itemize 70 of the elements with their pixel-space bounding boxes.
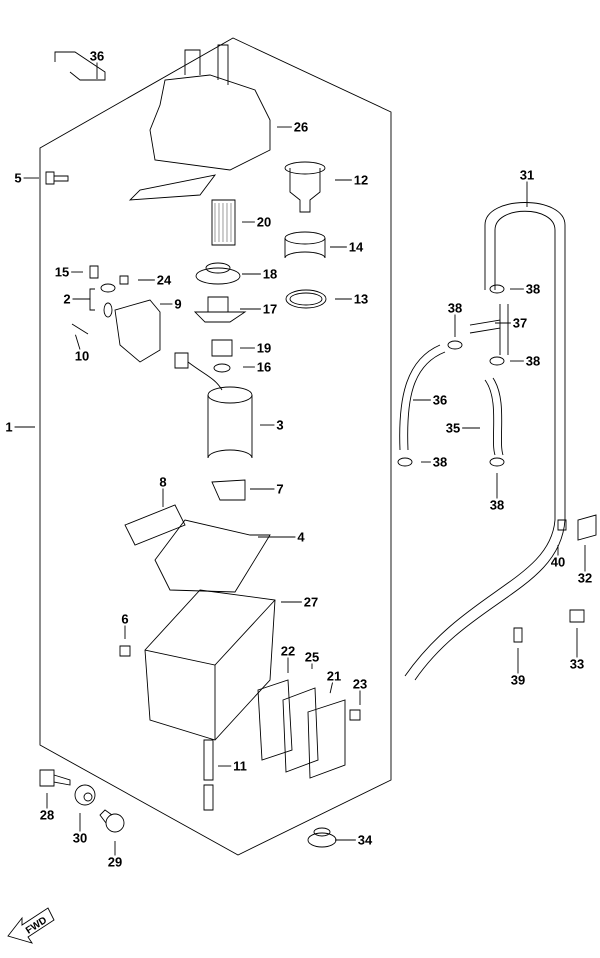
leader-line	[496, 472, 498, 499]
callout-number: 8	[160, 477, 166, 487]
leader-line	[276, 126, 292, 128]
leader-line	[124, 625, 126, 640]
leader-line	[330, 682, 333, 694]
leader-line	[494, 322, 512, 324]
callout-number: 38	[448, 303, 462, 313]
callout-number: 36	[90, 51, 104, 61]
leader-line	[576, 628, 578, 658]
callout-number: 32	[578, 573, 592, 583]
callout-number: 7	[276, 484, 284, 494]
callout-number: 17	[264, 304, 277, 314]
callout-number: 19	[258, 343, 271, 353]
callout-number: 40	[551, 557, 565, 567]
callout-number: 27	[304, 597, 318, 607]
callout-number: 38	[433, 457, 447, 467]
leader-line	[240, 308, 262, 310]
callout-number: 24	[157, 275, 172, 285]
callout-number: 38	[526, 356, 540, 366]
callout-number: 30	[73, 833, 87, 843]
leader-line	[242, 366, 256, 368]
leader-line	[510, 288, 524, 290]
callout-number: 6	[122, 614, 128, 624]
leader-line	[260, 424, 275, 426]
callout-number: 35	[446, 423, 460, 433]
callout-number: 34	[358, 835, 372, 845]
callout-number: 4	[298, 532, 305, 542]
leader-line	[46, 792, 48, 809]
leader-line	[14, 426, 36, 428]
callout-number: 3	[276, 420, 284, 430]
callout-number: 36	[433, 395, 447, 405]
callout-number: 16	[258, 362, 271, 372]
leader-line	[250, 488, 275, 490]
callout-number: 31	[520, 170, 534, 180]
callout-number: 15	[56, 268, 69, 277]
leader-line	[454, 314, 456, 338]
leader-line	[334, 298, 352, 300]
callout-number: 13	[354, 294, 368, 304]
leader-line	[114, 840, 116, 856]
callout-number: 29	[108, 857, 122, 867]
leader-line	[510, 360, 524, 362]
callout-number: 28	[40, 810, 54, 820]
callout-number: 33	[570, 659, 584, 669]
callout-number: 39	[511, 675, 525, 685]
callout-number: 1	[6, 422, 12, 432]
callout-number: 10	[76, 351, 89, 361]
callout-number: 5	[14, 174, 22, 183]
callout-number: 23	[353, 679, 367, 689]
leader-line	[72, 298, 96, 310]
callout-number: 25	[305, 652, 319, 662]
leader-line	[584, 544, 586, 572]
leader-line	[96, 62, 98, 80]
callout-number: 18	[264, 269, 277, 279]
callout-number: 9	[174, 299, 182, 309]
callout-number: 22	[281, 646, 295, 656]
callout-number: 21	[327, 671, 341, 681]
callout-number: 14	[350, 242, 364, 252]
leader-line	[75, 334, 80, 350]
callout-number: 37	[513, 318, 527, 328]
leader-line	[258, 536, 296, 538]
leader-line	[162, 488, 164, 508]
callout-number: 26	[294, 122, 308, 132]
callout-number: 38	[526, 284, 540, 294]
callout-number: 2	[64, 294, 70, 304]
callout-number: 11	[234, 762, 246, 770]
leader-line	[330, 246, 348, 248]
callout-number: 38	[490, 500, 504, 510]
callout-number: 20	[257, 217, 271, 227]
callout-number: 12	[354, 175, 368, 185]
leader-line	[526, 181, 528, 208]
